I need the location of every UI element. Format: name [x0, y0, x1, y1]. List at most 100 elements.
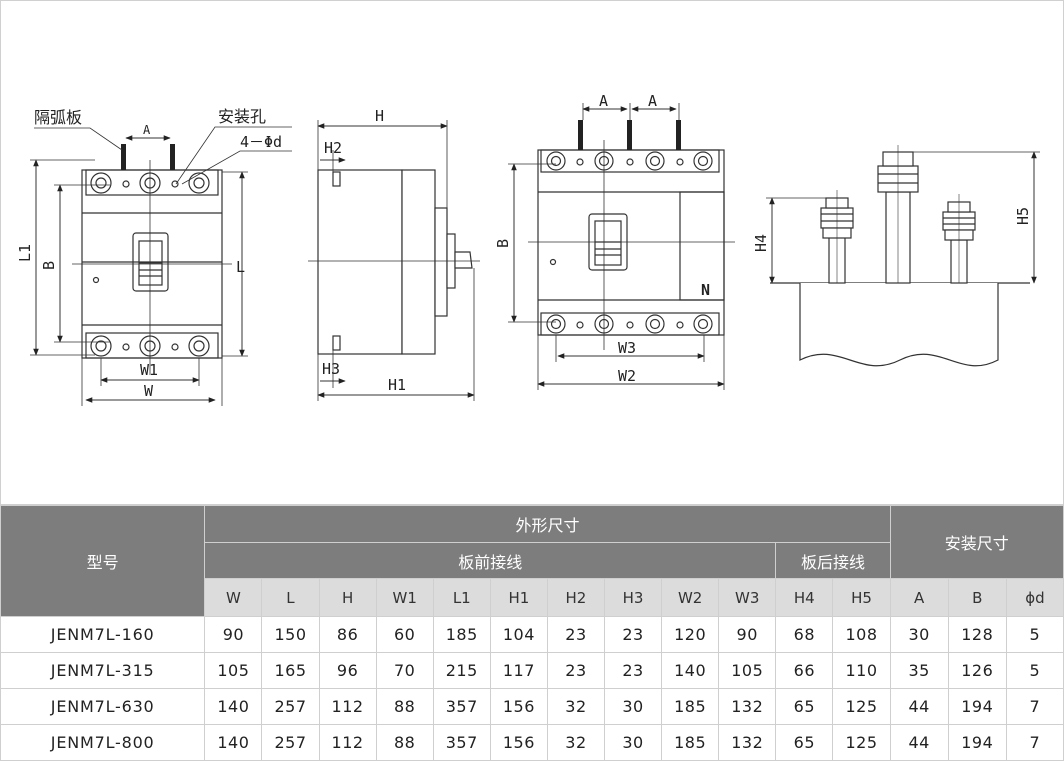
- outline-dimensions-header: 外形尺寸: [204, 505, 891, 543]
- model-cell: JENM7L-315: [0, 652, 206, 689]
- neutral-pole-label: N: [701, 281, 710, 299]
- value-cell: 128: [947, 616, 1007, 653]
- value-cell: 104: [489, 616, 548, 653]
- col-header-W3: W3: [718, 578, 777, 617]
- dim-A-4p-left: A: [599, 92, 608, 110]
- value-cell: 150: [261, 616, 320, 653]
- rear-connection-view: [766, 145, 1040, 367]
- col-header-B: B: [947, 578, 1007, 617]
- dimension-drawing: 隔弧板 安装孔 4－Φd A L1 B L W1 W: [0, 0, 1064, 505]
- col-header-W: W: [204, 578, 263, 617]
- dim-W2: W2: [618, 367, 636, 385]
- value-cell: 165: [261, 652, 320, 689]
- hole-spec-label: 4－Φd: [240, 133, 282, 151]
- value-cell: 108: [832, 616, 891, 653]
- value-cell: 156: [489, 724, 548, 761]
- dim-H4: H4: [752, 234, 770, 252]
- col-header-L1: L1: [432, 578, 491, 617]
- dim-L: L: [236, 258, 245, 276]
- col-header-H2: H2: [546, 578, 606, 617]
- value-cell: 112: [318, 724, 377, 761]
- value-cell: 35: [889, 652, 949, 689]
- value-cell: 257: [261, 688, 320, 725]
- value-cell: 65: [775, 724, 834, 761]
- value-cell: 5: [1005, 652, 1064, 689]
- col-header-W2: W2: [661, 578, 720, 617]
- model-cell: JENM7L-160: [0, 616, 206, 653]
- value-cell: 23: [603, 652, 663, 689]
- value-cell: 125: [832, 688, 891, 725]
- front-view-4p: [508, 103, 735, 390]
- value-cell: 30: [603, 724, 663, 761]
- dim-B-4p: B: [494, 239, 512, 248]
- value-cell: 88: [375, 724, 434, 761]
- value-cell: 112: [318, 688, 377, 725]
- value-cell: 44: [889, 688, 949, 725]
- value-cell: 23: [546, 652, 606, 689]
- value-cell: 132: [718, 724, 777, 761]
- dim-H1: H1: [388, 376, 406, 394]
- value-cell: 140: [204, 688, 263, 725]
- value-cell: 194: [947, 688, 1007, 725]
- dim-H2: H2: [324, 139, 342, 157]
- value-cell: 257: [261, 724, 320, 761]
- col-header-d: ϕd: [1005, 578, 1064, 617]
- arc-plate-label: 隔弧板: [34, 108, 82, 127]
- value-cell: 215: [432, 652, 491, 689]
- value-cell: 7: [1005, 688, 1064, 725]
- dim-H5: H5: [1014, 207, 1032, 225]
- value-cell: 90: [204, 616, 263, 653]
- dim-W3: W3: [618, 339, 636, 357]
- value-cell: 65: [775, 688, 834, 725]
- value-cell: 7: [1005, 724, 1064, 761]
- model-header: 型号: [0, 505, 206, 617]
- dim-W1: W1: [140, 361, 158, 379]
- value-cell: 66: [775, 652, 834, 689]
- side-view: [308, 120, 480, 401]
- value-cell: 88: [375, 688, 434, 725]
- value-cell: 105: [204, 652, 263, 689]
- value-cell: 120: [661, 616, 720, 653]
- value-cell: 105: [718, 652, 777, 689]
- col-header-H5: H5: [832, 578, 891, 617]
- value-cell: 5: [1005, 616, 1064, 653]
- front-view-3p: [30, 126, 292, 406]
- value-cell: 90: [718, 616, 777, 653]
- front-wiring-header: 板前接线: [204, 542, 777, 579]
- value-cell: 194: [947, 724, 1007, 761]
- dim-W: W: [144, 382, 154, 400]
- value-cell: 32: [546, 688, 606, 725]
- model-cell: JENM7L-800: [0, 724, 206, 761]
- model-cell: JENM7L-630: [0, 688, 206, 725]
- col-header-L: L: [261, 578, 320, 617]
- value-cell: 185: [661, 688, 720, 725]
- value-cell: 140: [204, 724, 263, 761]
- value-cell: 86: [318, 616, 377, 653]
- value-cell: 357: [432, 724, 491, 761]
- value-cell: 30: [603, 688, 663, 725]
- value-cell: 140: [661, 652, 720, 689]
- value-cell: 132: [718, 688, 777, 725]
- value-cell: 110: [832, 652, 891, 689]
- value-cell: 126: [947, 652, 1007, 689]
- col-header-H4: H4: [775, 578, 834, 617]
- value-cell: 125: [832, 724, 891, 761]
- value-cell: 23: [603, 616, 663, 653]
- column-header-row: W L H W1 L1 H1 H2 H3 W2 W3 H4 H5 A B ϕd: [1, 578, 1064, 617]
- col-header-H1: H1: [489, 578, 548, 617]
- value-cell: 68: [775, 616, 834, 653]
- value-cell: 23: [546, 616, 606, 653]
- value-cell: 117: [489, 652, 548, 689]
- install-dimensions-header: 安装尺寸: [889, 505, 1064, 579]
- value-cell: 357: [432, 688, 491, 725]
- value-cell: 32: [546, 724, 606, 761]
- dim-H: H: [375, 107, 384, 125]
- value-cell: 185: [432, 616, 491, 653]
- value-cell: 30: [889, 616, 949, 653]
- col-header-H3: H3: [603, 578, 663, 617]
